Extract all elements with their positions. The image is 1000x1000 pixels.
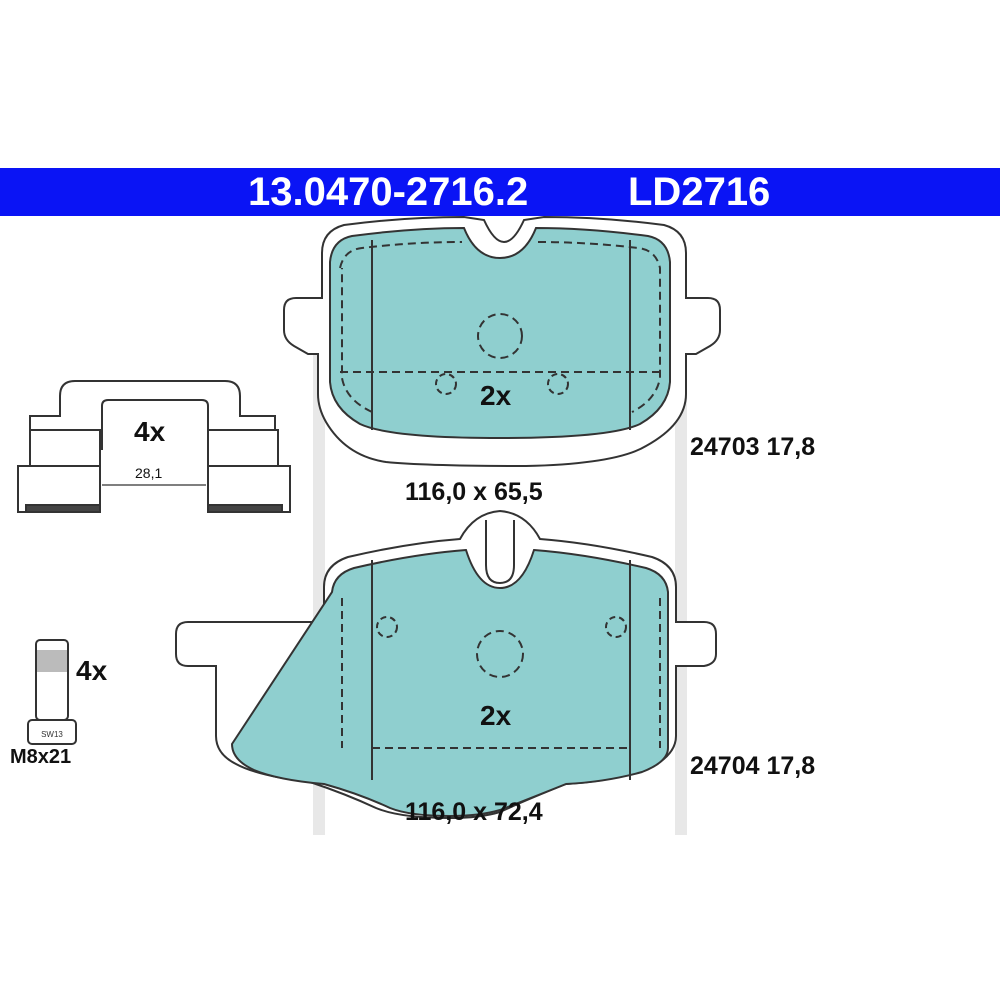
bottom-pad-dimensions: 116,0 x 72,4 bbox=[405, 798, 543, 826]
top-pad-wva: 24703 17,8 bbox=[690, 433, 816, 461]
retaining-clip-drawing bbox=[17, 380, 291, 513]
clip-dimension: 28,1 bbox=[135, 465, 163, 481]
product-code: LD2716 bbox=[628, 170, 771, 214]
header-bar bbox=[0, 168, 1000, 216]
bottom-brake-pad bbox=[175, 509, 717, 820]
bottom-pad-quantity: 2x bbox=[480, 700, 512, 731]
part-number: 13.0470-2716.2 bbox=[248, 170, 529, 214]
bolt-quantity: 4x bbox=[76, 655, 108, 686]
bolt-drawing: SW13 bbox=[27, 639, 77, 745]
clip-quantity: 4x bbox=[134, 416, 166, 447]
bottom-pad-wva: 24704 17,8 bbox=[690, 752, 816, 780]
wrench-size: SW13 bbox=[41, 730, 63, 739]
top-brake-pad bbox=[283, 215, 721, 468]
top-pad-dimensions: 116,0 x 65,5 bbox=[405, 478, 543, 506]
bolt-size: M8x21 bbox=[10, 746, 72, 768]
top-pad-quantity: 2x bbox=[480, 380, 512, 411]
